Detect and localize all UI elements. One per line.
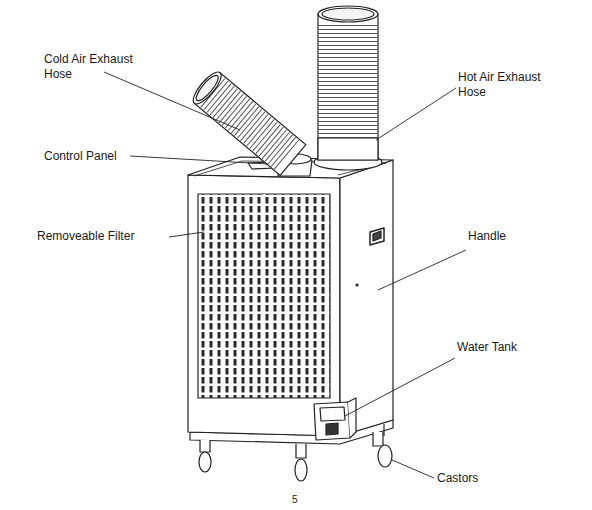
- part-label: Control Panel: [44, 149, 134, 164]
- part-label: Handle: [468, 229, 538, 244]
- part-label: Water Tank: [457, 340, 547, 355]
- part-label: Castors: [437, 471, 507, 486]
- leader-lines: [104, 72, 466, 478]
- filter-grille: [198, 194, 330, 398]
- handle: [370, 228, 384, 245]
- part-label: Hot Air Exhaust Hose: [458, 70, 558, 100]
- part-label: Removeable Filter: [37, 229, 167, 244]
- cabinet-front: [188, 175, 340, 436]
- part-label: Cold Air Exhaust Hose: [44, 52, 152, 82]
- page-number: 5: [292, 494, 312, 506]
- water-tank: [314, 398, 356, 440]
